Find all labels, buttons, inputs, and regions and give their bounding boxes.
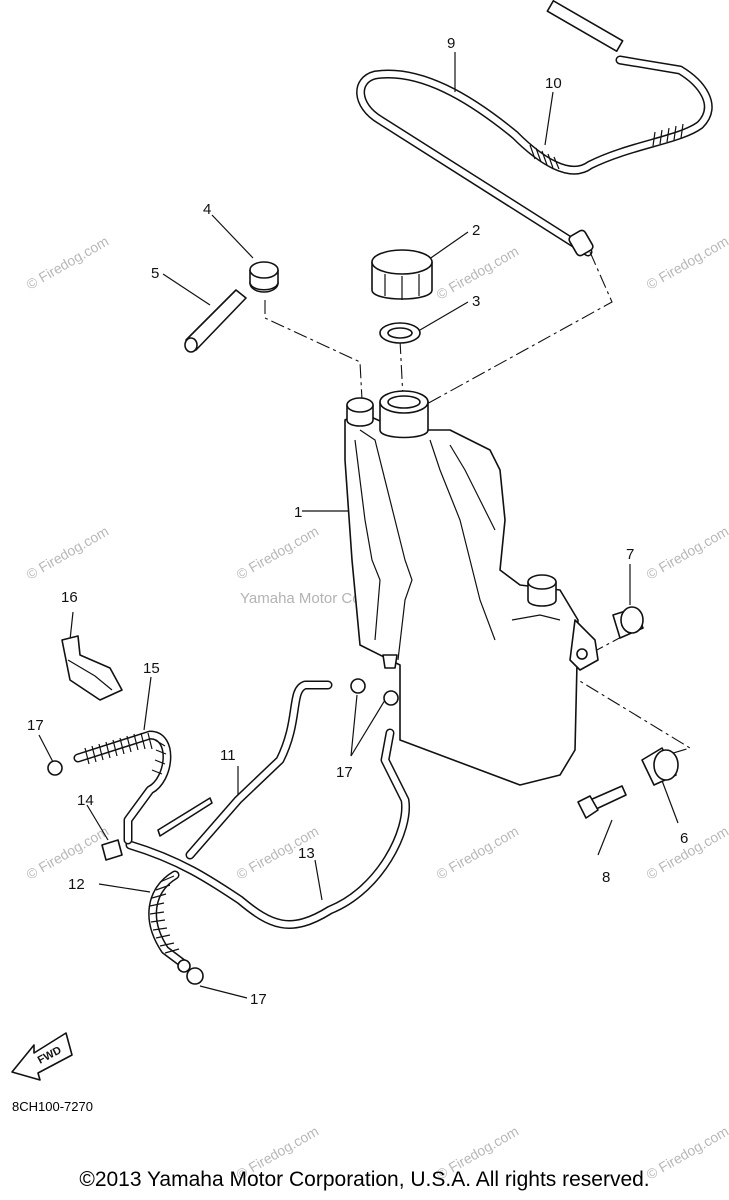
spring-12 (148, 870, 190, 970)
cap-4 (249, 261, 279, 293)
grommet-7 (612, 606, 644, 639)
watermark: © Firedog.com (24, 523, 112, 583)
hose-end-connector (568, 229, 594, 257)
watermark: © Firedog.com (644, 523, 729, 583)
bolt-8 (577, 785, 627, 819)
clip-14 (101, 839, 123, 861)
callout-15: 15 (143, 660, 160, 677)
callout-17: 17 (336, 764, 353, 781)
watermark: © Firedog.com (234, 523, 322, 583)
callout-3: 3 (472, 293, 480, 310)
watermark: © Firedog.com (24, 823, 112, 883)
hose-15 (73, 730, 172, 845)
callout-7: 7 (626, 546, 634, 563)
holder-16 (61, 635, 123, 701)
callout-5: 5 (151, 265, 159, 282)
callout-11: 11 (220, 747, 236, 764)
oil-tank-1 (344, 390, 599, 786)
leader-lines (38, 52, 692, 999)
callout-4: 4 (203, 201, 211, 218)
callout-12: 12 (68, 876, 85, 893)
callout-13: 13 (298, 845, 315, 862)
part-code: 8CH100-7270 (12, 1099, 93, 1114)
callout-8: 8 (602, 869, 610, 886)
fwd-arrow-icon: FWD (11, 1032, 73, 1081)
watermark: © Firedog.com (644, 233, 729, 293)
spring-10 (529, 144, 560, 170)
copyright-notice: ©2013 Yamaha Motor Corporation, U.S.A. A… (79, 1168, 650, 1191)
hose-11 (157, 680, 333, 860)
callout-2: 2 (472, 222, 480, 239)
watermark: © Firedog.com (24, 233, 112, 293)
callout-9: 9 (447, 35, 455, 52)
callout-17: 17 (27, 717, 44, 734)
vent-hose-assembly (356, 0, 713, 257)
pipe-5 (184, 289, 247, 353)
callout-16: 16 (61, 589, 78, 606)
callout-labels: 1 2 3 4 5 6 7 8 9 10 11 12 13 14 15 16 1… (27, 35, 688, 1008)
callout-14: 14 (77, 792, 94, 809)
callout-10: 10 (545, 75, 562, 92)
hose-end-9 (546, 0, 624, 52)
filler-cap-2 (371, 249, 433, 300)
callout-1: 1 (294, 504, 302, 521)
hose-13 (125, 728, 411, 929)
gasket-3 (379, 322, 421, 344)
watermark: © Firedog.com (434, 823, 522, 883)
spring-10b (652, 123, 684, 147)
damper-6 (641, 747, 679, 786)
callout-17: 17 (250, 991, 267, 1008)
callout-6: 6 (680, 830, 688, 847)
clamps-17 (47, 678, 399, 985)
